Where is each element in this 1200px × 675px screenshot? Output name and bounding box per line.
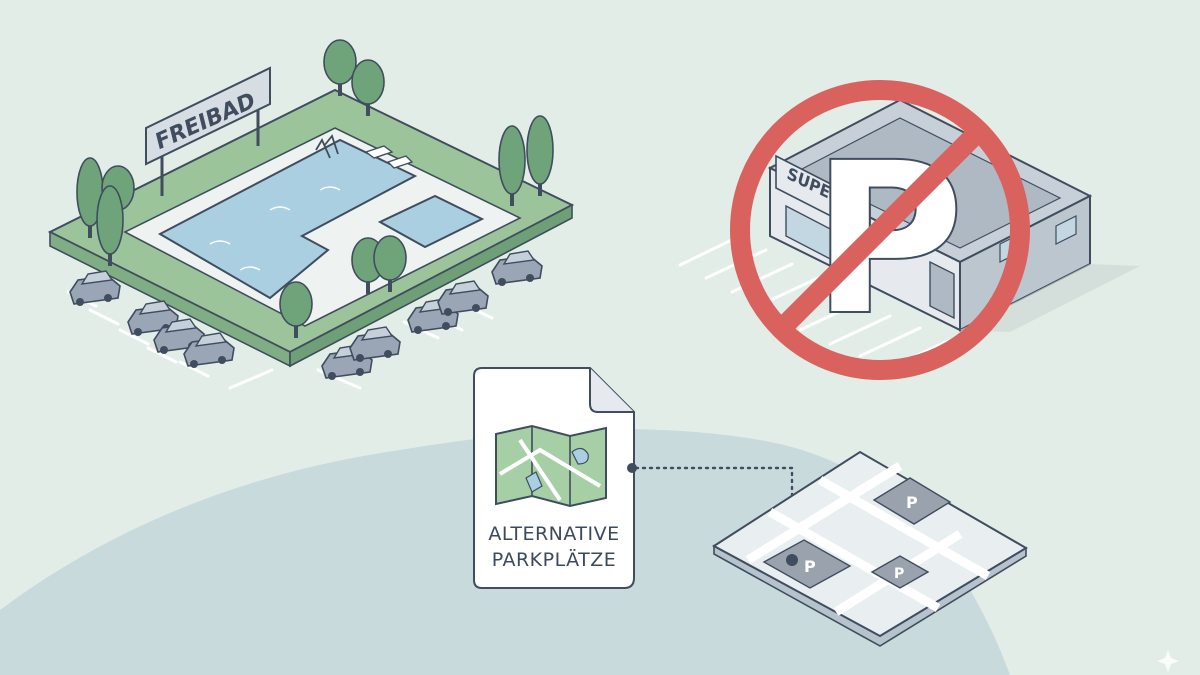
tree-icon — [323, 39, 357, 97]
car-icon — [349, 326, 401, 363]
alternative-parking-map: P P P — [712, 450, 1028, 647]
document-fold — [589, 368, 634, 413]
pool-water — [157, 138, 418, 300]
dotted-connector — [634, 466, 794, 558]
folded-map-icon — [495, 424, 607, 508]
car-icon — [437, 280, 489, 317]
parking-lot-icon: P — [870, 555, 930, 589]
connector-dot — [627, 463, 637, 473]
map-roads — [745, 462, 991, 616]
no-parking-icon: P — [730, 80, 1030, 380]
supermarket: SUPER P — [678, 80, 1140, 380]
pool-deck — [123, 127, 522, 327]
map-tile-top — [712, 450, 1028, 638]
parking-lot-icon: P — [762, 539, 852, 589]
document-title-line1: ALTERNATIVE — [488, 523, 619, 545]
document-title-line2: PARKPLÄTZE — [492, 548, 617, 571]
map-pin-dot — [786, 554, 798, 566]
parking-lot-icon: P — [872, 477, 952, 525]
alternative-parking-document[interactable]: ALTERNATIVE PARKPLÄTZE — [473, 367, 794, 589]
svg-text:P: P — [906, 493, 918, 512]
sparkle-icon — [1157, 650, 1179, 672]
svg-text:P: P — [894, 566, 904, 582]
no-parking-letter: P — [811, 117, 965, 362]
swimming-pool-complex: FREIBAD — [47, 39, 575, 390]
kids-pool — [377, 194, 485, 249]
svg-text:P: P — [804, 557, 816, 576]
